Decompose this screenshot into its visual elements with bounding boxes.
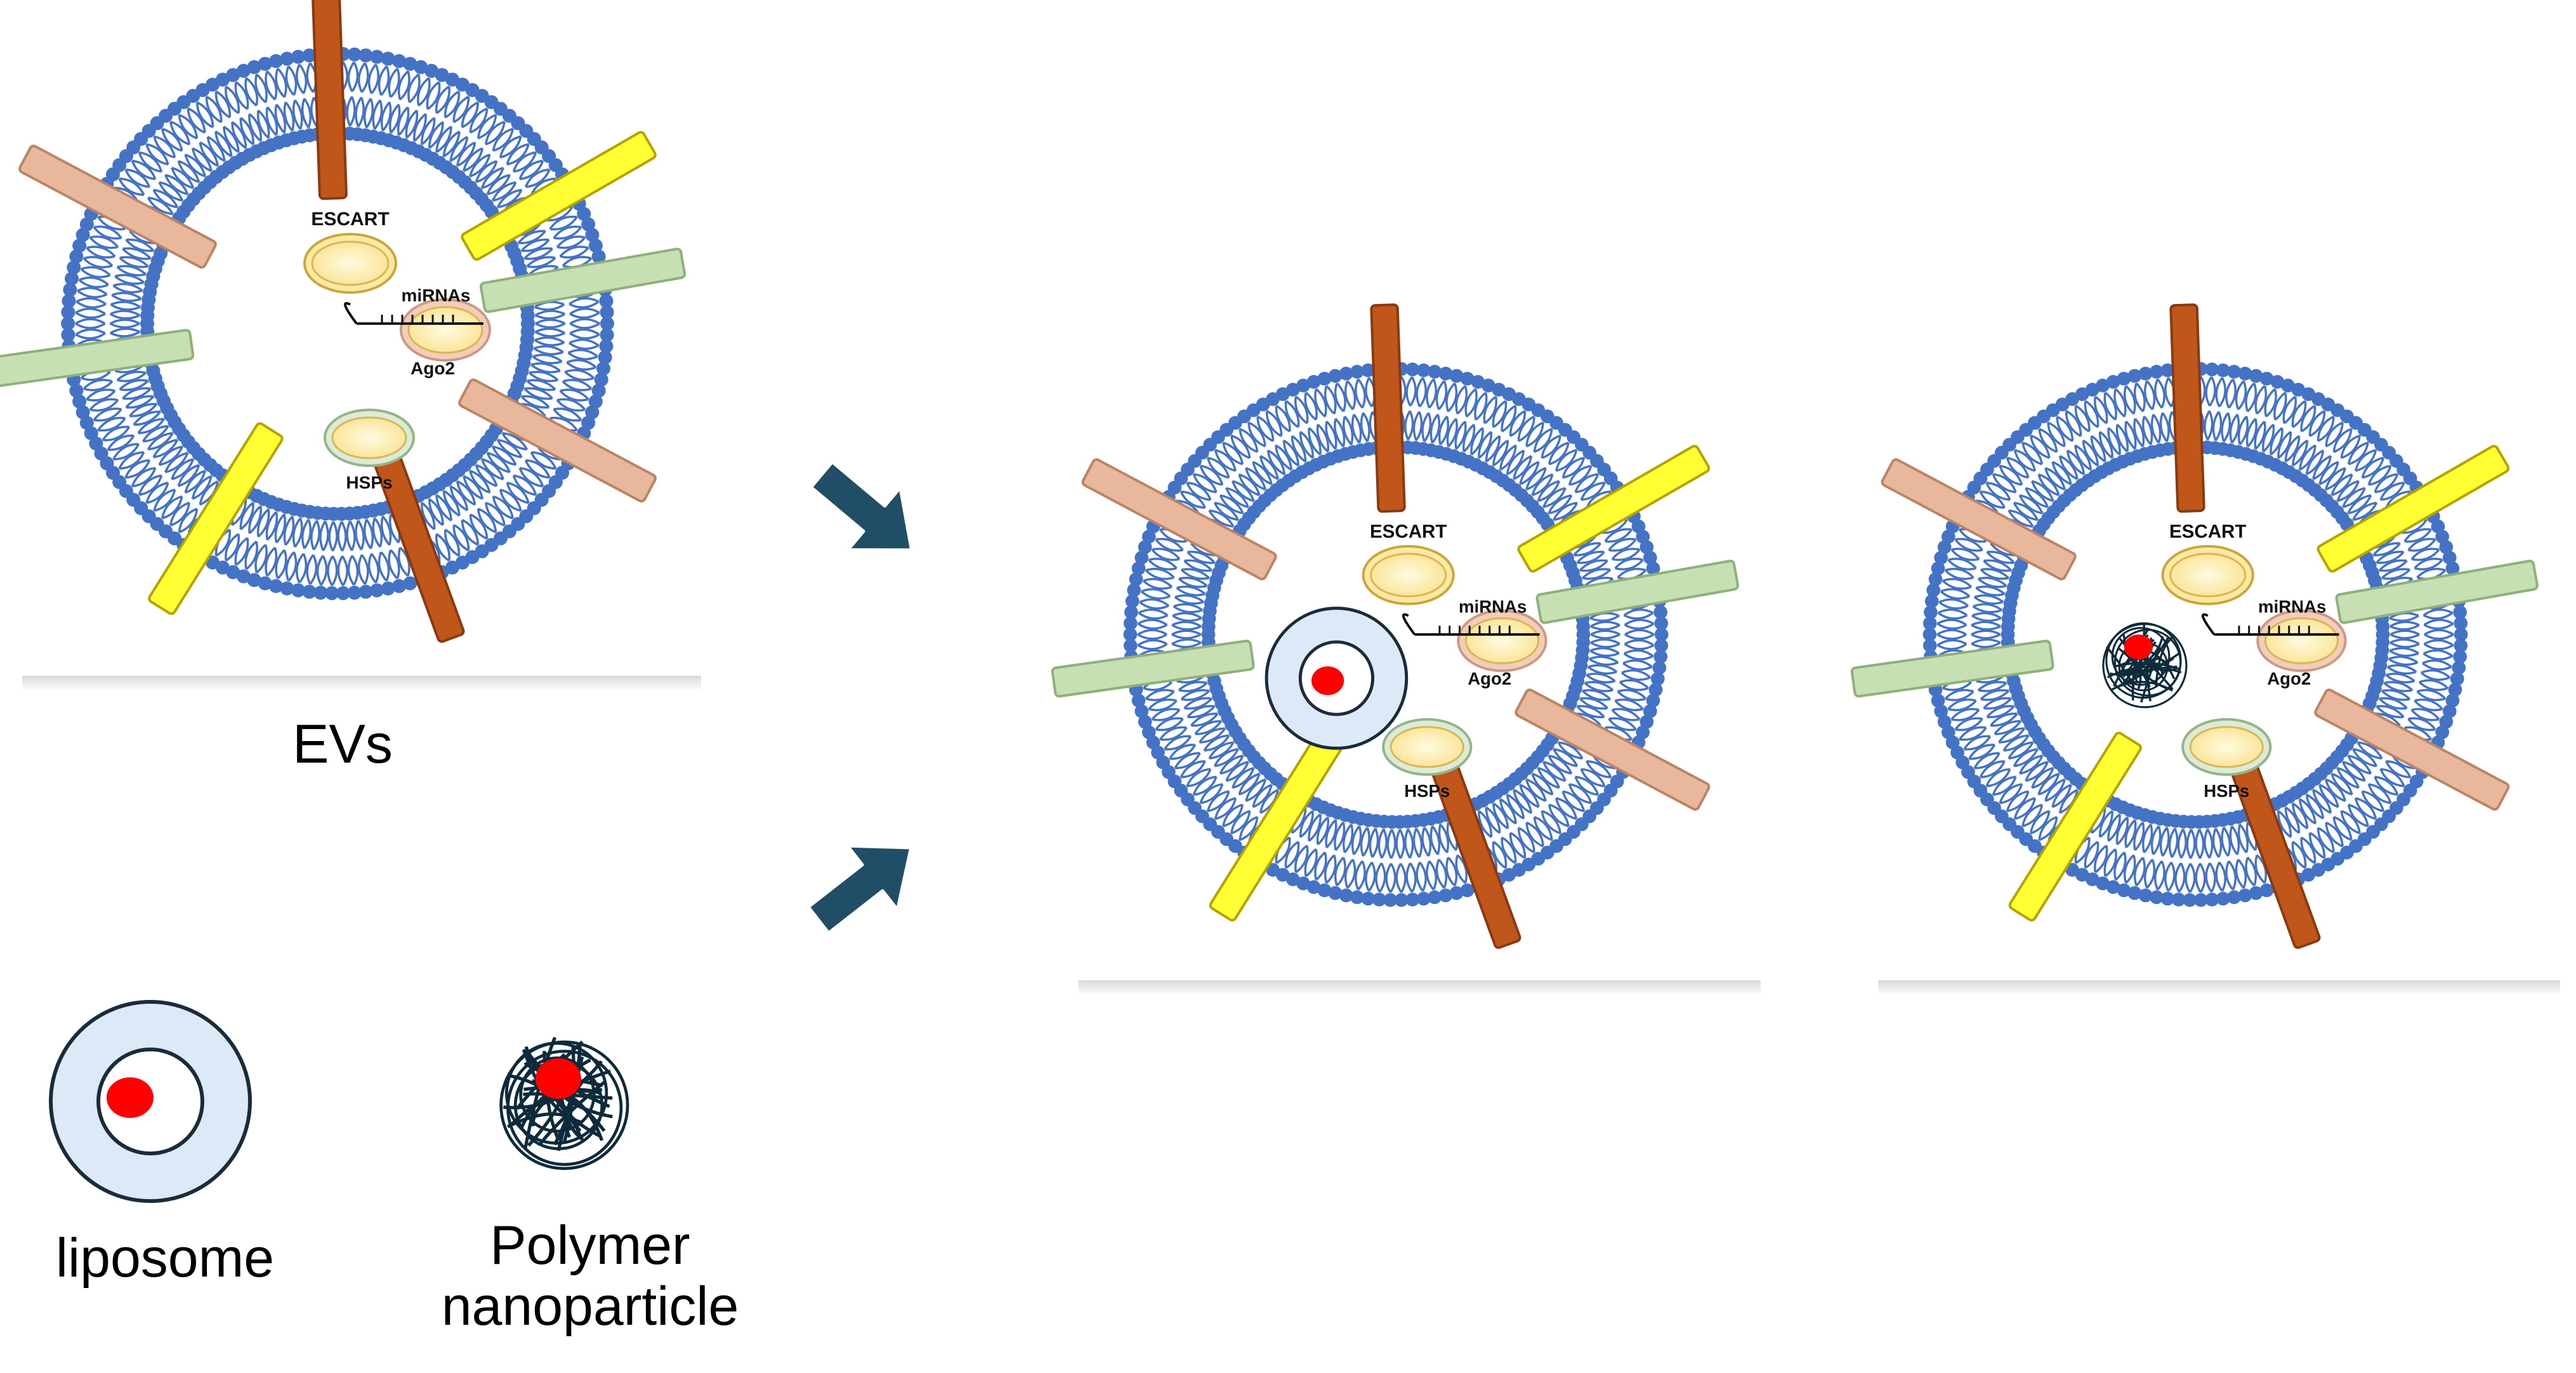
encapsulated-polymer-icon xyxy=(2098,619,2188,709)
encapsulated-liposome-icon xyxy=(1265,607,1409,750)
polymer-nanoparticle-icon xyxy=(492,1032,629,1171)
caption-liposome: liposome xyxy=(55,1228,275,1289)
arrow-up-right-icon xyxy=(794,816,936,952)
panel-floor-polymer xyxy=(1878,980,2560,995)
label-ago2: Ago2 xyxy=(2267,669,2311,688)
caption-polymer-nanoparticle: Polymer nanoparticle xyxy=(381,1215,799,1337)
label-hsps: HSPs xyxy=(2204,781,2249,801)
label-ago2: Ago2 xyxy=(1468,669,1511,688)
liposome-icon xyxy=(49,1000,252,1203)
label-mirnas: miRNAs xyxy=(402,286,471,305)
label-escart: ESCART xyxy=(1370,521,1447,542)
caption-polymer-line2: nanoparticle xyxy=(441,1276,739,1337)
panel-floor-ev xyxy=(22,676,701,691)
label-mirnas: miRNAs xyxy=(1459,597,1527,617)
label-mirnas: miRNAs xyxy=(2258,597,2326,617)
panel-floor-liposome xyxy=(1079,980,1761,995)
label-escart: ESCART xyxy=(311,209,389,230)
arrow-down-right-icon xyxy=(796,443,938,581)
caption-polymer-line1: Polymer xyxy=(490,1215,690,1276)
label-hsps: HSPs xyxy=(346,473,392,492)
caption-evs: EVs xyxy=(292,714,393,775)
label-hsps: HSPs xyxy=(1404,781,1450,801)
label-escart: ESCART xyxy=(2169,521,2246,542)
label-ago2: Ago2 xyxy=(411,358,455,378)
